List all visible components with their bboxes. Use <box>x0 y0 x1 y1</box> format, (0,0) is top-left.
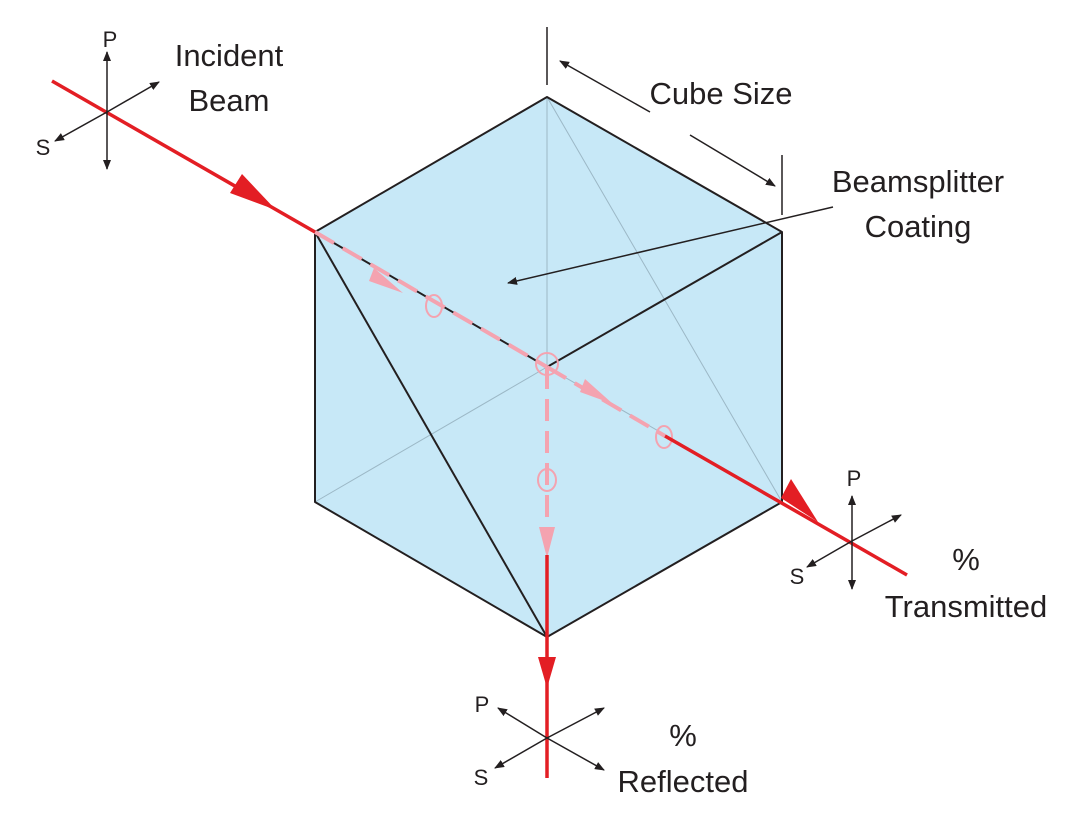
transmitted-polarization-cross <box>806 495 902 590</box>
s-axis-arrow <box>851 514 902 542</box>
transmitted-s-label: S <box>790 564 805 589</box>
dimension-arrow <box>689 134 776 187</box>
beam-circle-marker <box>535 352 559 376</box>
transmitted-beam <box>664 434 908 577</box>
p-axis-arrow <box>546 737 605 771</box>
s-axis-arrow <box>106 81 160 113</box>
beam-circle-marker <box>655 425 673 449</box>
transmitted-percent-label: % <box>952 542 980 577</box>
incident-beam-arrowhead <box>230 174 276 210</box>
cube-size-dimension <box>546 27 783 215</box>
incident-beam-label-line2: Beam <box>189 83 270 118</box>
external-beams <box>51 79 908 778</box>
coating-diagonal <box>314 231 548 638</box>
cube-front-edge <box>546 231 783 368</box>
p-axis-arrow <box>497 707 548 739</box>
s-axis-arrow <box>806 540 853 568</box>
beam-circle-marker <box>537 468 557 492</box>
internal-beam-segment <box>545 365 667 438</box>
internal-beam-arrowhead <box>580 379 613 404</box>
transmitted-p-label: P <box>847 466 862 491</box>
reflected-label: Reflected <box>618 764 749 799</box>
internal-beam-segment <box>313 230 549 369</box>
incident-polarization-cross <box>54 51 160 170</box>
text-labels: Incident Beam Cube Size Beamsplitter Coa… <box>36 27 1048 799</box>
transmitted-beam-arrowhead <box>781 479 818 522</box>
reflected-percent-label: % <box>669 718 697 753</box>
coating-label-line2: Coating <box>865 209 972 244</box>
reflected-polarization-cross <box>494 707 605 771</box>
internal-beam-arrowhead <box>369 268 403 293</box>
dimension-arrow <box>559 60 651 113</box>
incident-p-label: P <box>103 27 118 52</box>
s-axis-arrow <box>494 737 548 769</box>
incident-beam-label-line1: Incident <box>175 38 284 73</box>
cube-size-label: Cube Size <box>649 76 792 111</box>
s-axis-arrow <box>54 111 108 142</box>
internal-beam <box>313 230 673 558</box>
reflected-p-label: P <box>475 692 490 717</box>
transmitted-label: Transmitted <box>885 589 1048 624</box>
coating-label-line1: Beamsplitter <box>832 164 1004 199</box>
coating-leader-arrow <box>507 206 834 285</box>
s-axis-arrow <box>546 707 605 739</box>
reflected-beam-arrowhead <box>538 657 556 688</box>
beam-circle-marker <box>425 294 443 318</box>
internal-beam-arrowhead <box>539 527 555 558</box>
incident-s-label: S <box>36 135 51 160</box>
incident-beam <box>51 79 316 234</box>
reflected-s-label: S <box>474 765 489 790</box>
